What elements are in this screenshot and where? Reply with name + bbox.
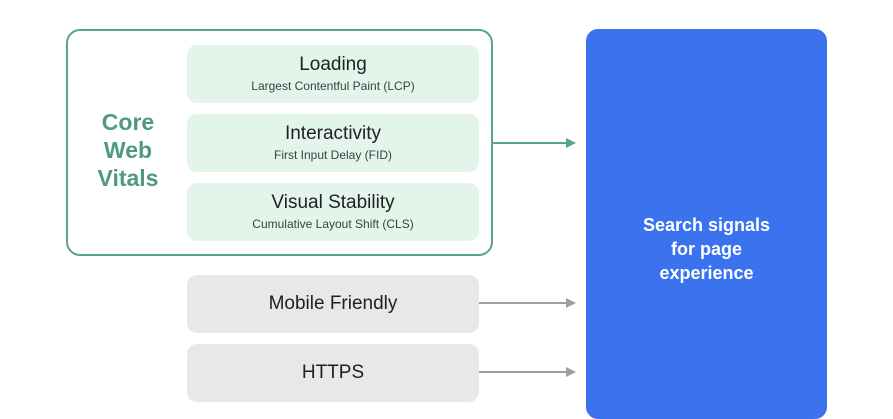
page-experience-label-line: experience — [659, 263, 754, 283]
metric-subtitle: First Input Delay (FID) — [273, 148, 393, 162]
core-web-vitals-label: Core Web Vitals — [82, 108, 174, 192]
page-experience-box — [586, 29, 827, 419]
core-web-vitals-arrow-head — [566, 138, 576, 148]
page-experience-label: Search signals for page experience — [586, 213, 827, 285]
metric-subtitle: Largest Contentful Paint (LCP) — [251, 79, 415, 93]
signal-title: Mobile Friendly — [268, 293, 398, 314]
page-experience-label-line: for page — [670, 239, 742, 259]
core-web-vitals-label-line: Core — [101, 109, 155, 135]
signal-title: HTTPS — [301, 362, 365, 383]
page-experience-label-line: Search signals — [642, 215, 771, 235]
core-web-vitals-group — [66, 29, 493, 256]
core-web-vitals-label-line: Web — [103, 137, 153, 163]
https-arrow-head — [566, 367, 576, 377]
mobile-friendly-arrow-head — [566, 298, 576, 308]
metric-title: Visual Stability — [271, 192, 395, 213]
metric-subtitle: Cumulative Layout Shift (CLS) — [252, 217, 414, 231]
metric-title: Loading — [299, 54, 367, 75]
connector-arrows — [479, 138, 576, 377]
metric-card-visual-stability: Visual Stability Cumulative Layout Shift… — [187, 183, 479, 241]
signal-card-https: HTTPS — [187, 344, 479, 402]
core-web-vitals-label-line: Vitals — [97, 165, 159, 191]
metric-card-loading: Loading Largest Contentful Paint (LCP) — [187, 45, 479, 103]
metric-card-interactivity: Interactivity First Input Delay (FID) — [187, 114, 479, 172]
signal-card-mobile-friendly: Mobile Friendly — [187, 275, 479, 333]
metric-title: Interactivity — [284, 123, 382, 144]
